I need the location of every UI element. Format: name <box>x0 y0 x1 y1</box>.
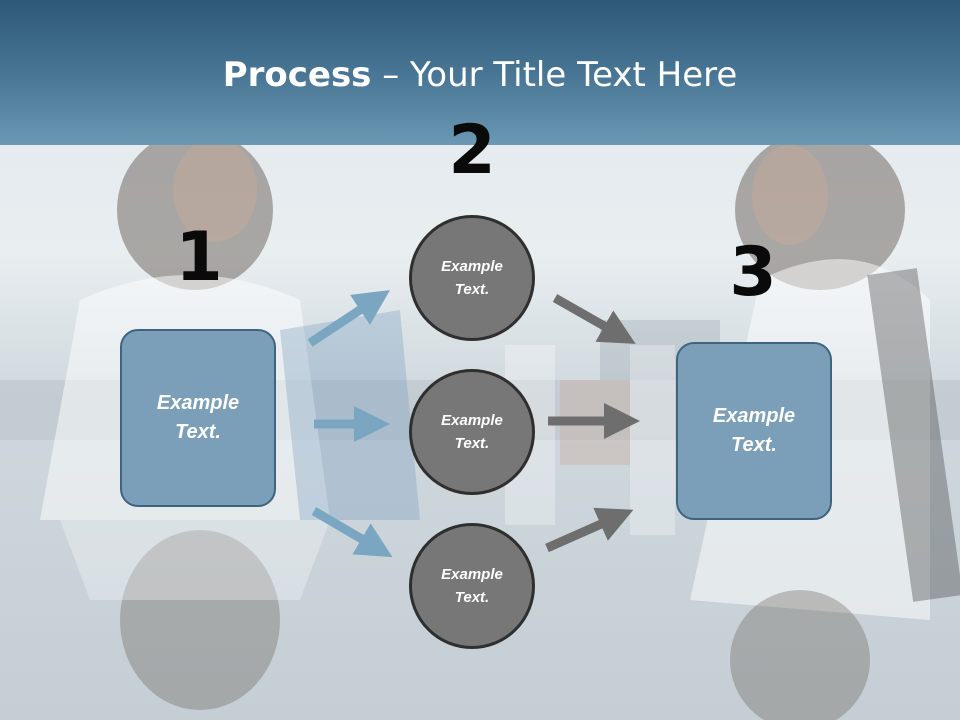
step-number-3: 3 <box>729 233 777 312</box>
top-circle: Example Text. <box>409 215 535 341</box>
step-number-1: 1 <box>175 218 223 297</box>
title-bold-text: Process <box>222 55 372 95</box>
step-number-2: 2 <box>448 111 496 190</box>
middle-circle-text: Example Text. <box>441 412 503 452</box>
arrow-to-bottom-circle <box>311 507 393 558</box>
title-bar <box>0 0 960 145</box>
left-step-box: Example Text. <box>120 329 276 507</box>
slide-title: Process – Your Title Text Here <box>0 54 960 96</box>
right-step-text: Example Text. <box>712 405 796 456</box>
arrow-from-top-circle <box>552 294 636 344</box>
arrow-from-bottom-circle <box>545 507 634 553</box>
middle-circle: Example Text. <box>409 369 535 495</box>
arrow-to-top-circle <box>307 290 391 347</box>
right-step-box: Example Text. <box>676 342 832 520</box>
bottom-circle-text: Example Text. <box>441 566 503 606</box>
bottom-circle: Example Text. <box>409 523 535 649</box>
title-rest-text: – Your Title Text Here <box>371 55 738 95</box>
left-step-text: Example Text. <box>156 392 240 443</box>
top-circle-text: Example Text. <box>441 258 503 298</box>
